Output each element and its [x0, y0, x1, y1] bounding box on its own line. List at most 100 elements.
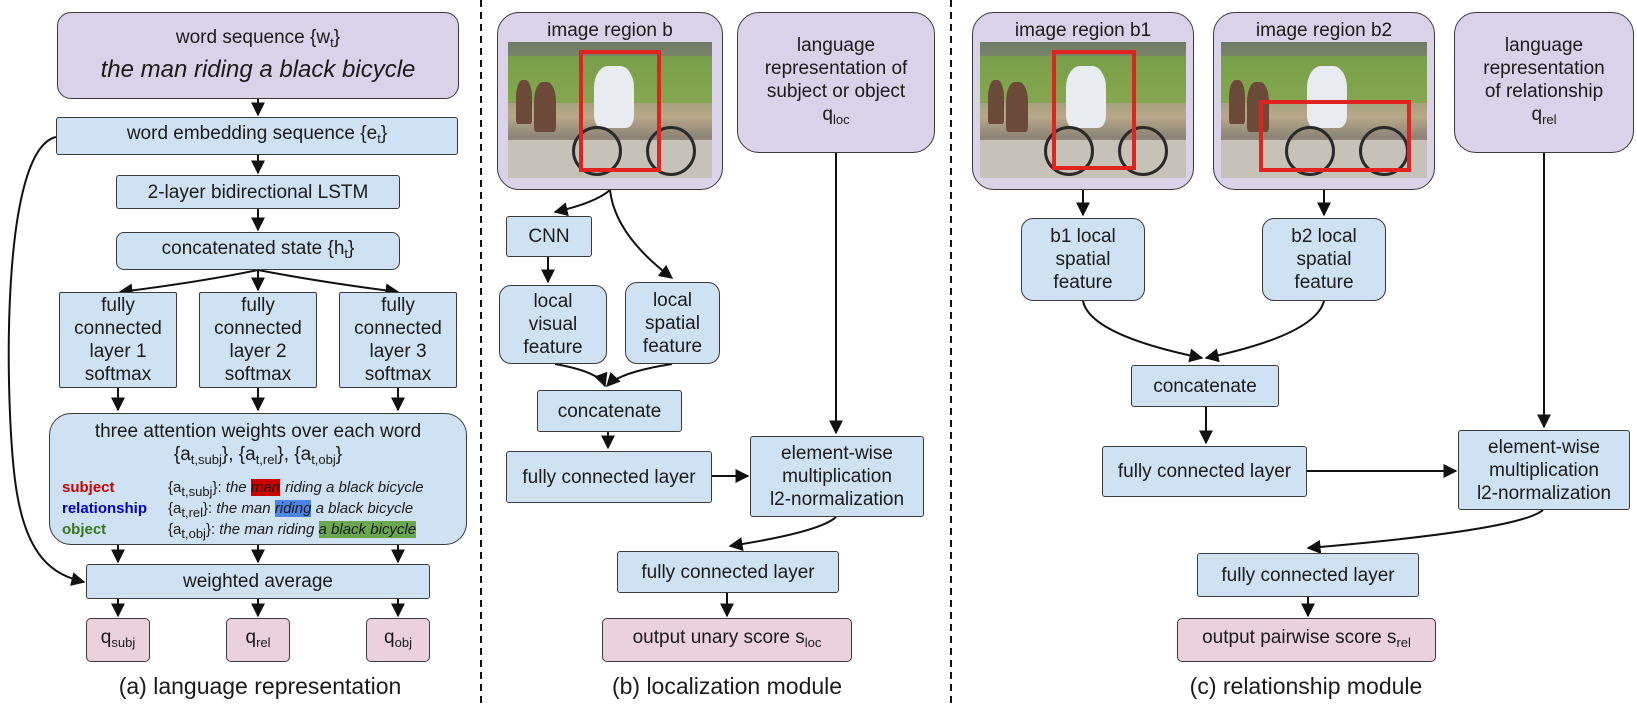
cnn-label: CNN — [528, 226, 570, 247]
attention-symbols: {at,subj}, {at,rel}, {at,obj} — [173, 444, 343, 467]
caption-a: (a) language representation — [118, 673, 402, 699]
output-pairwise-score-box: output pairwise score srel — [1177, 618, 1436, 662]
concatenate-b-box: concatenate — [537, 390, 682, 432]
elementwise-b-line1: element-wise — [781, 443, 893, 464]
language-representation-loc-box: language representation of subject or ob… — [737, 12, 935, 153]
arrow-spatial-to-concat — [606, 363, 673, 388]
elementwise-b-line2: multiplication — [782, 466, 892, 487]
fc1-line3: layer 1 — [89, 341, 147, 362]
cyclist-photo-b — [508, 42, 712, 178]
lstm-label: 2-layer bidirectional LSTM — [147, 181, 369, 203]
relationship-highlight: riding — [274, 500, 312, 517]
image-region-b1-label: image region b1 — [1014, 20, 1152, 41]
weighted-average-box: weighted average — [86, 564, 430, 599]
b2-spatial-line2: spatial — [1296, 249, 1352, 270]
word-sequence-title: word sequence {wt} — [175, 26, 341, 50]
caption-b: (b) localization module — [611, 673, 843, 699]
q-obj-label: qobj — [384, 627, 412, 650]
fc-softmax-box-3: fully connected layer 3 softmax — [339, 292, 457, 388]
arrow-embed-skip-to-avg — [7, 136, 86, 586]
image-region-b2-label: image region b2 — [1255, 20, 1393, 41]
attention-title: three attention weights over each word — [94, 421, 422, 442]
concatenate-b-label: concatenate — [557, 400, 662, 422]
fc-layer-c-label: fully connected layer — [1117, 461, 1292, 482]
local-spatial-line1: local — [652, 289, 693, 311]
lang-rel-line3: of relationship — [1484, 81, 1604, 102]
local-spatial-line3: feature — [642, 335, 703, 357]
b1-spatial-line2: spatial — [1055, 249, 1111, 270]
arrow-concat-to-fc1 — [118, 269, 259, 298]
arrow-concat-to-fc3 — [257, 269, 400, 298]
fc3-line4: softmax — [364, 364, 432, 385]
attention-row-subject-text: {at,subj}: the man riding a black bicycl… — [168, 479, 424, 499]
q-subj-label: qsubj — [100, 627, 136, 650]
concatenate-c-box: concatenate — [1131, 365, 1279, 407]
cnn-box: CNN — [506, 216, 592, 257]
local-spatial-feature-box: local spatial feature — [625, 282, 720, 364]
fc-layer2-c-label: fully connected layer — [1221, 564, 1395, 586]
word-sequence-box: word sequence {wt} the man riding a blac… — [57, 12, 459, 99]
arrow-b2spatial-to-concat — [1204, 300, 1325, 363]
fc1-line1: fully — [101, 295, 135, 316]
caption-c: (c) relationship module — [1189, 673, 1423, 699]
fc2-line1: fully — [241, 295, 275, 316]
attention-row-relationship: relationship — [62, 500, 147, 517]
local-visual-line3: feature — [523, 337, 583, 358]
cyclist-photo-b2 — [1221, 42, 1427, 178]
fc-layer2-c-box: fully connected layer — [1197, 553, 1419, 597]
q-loc-label: qloc — [822, 104, 850, 127]
attention-row-relationship-text: {at,rel}: the man riding a black bicycle — [168, 500, 414, 520]
lang-rel-line1: language — [1504, 35, 1584, 56]
attention-row-subject: subject — [62, 479, 115, 496]
fc-layer-b-box: fully connected layer — [506, 451, 712, 503]
language-representation-rel-box: language representation of relationship … — [1454, 12, 1634, 153]
b2-spatial-line1: b2 local — [1291, 226, 1357, 247]
fc-layer-b-label: fully connected layer — [522, 466, 696, 488]
fc-softmax-box-2: fully connected layer 2 softmax — [199, 292, 317, 388]
fc2-line3: layer 2 — [229, 341, 287, 362]
q-subj-box: qsubj — [86, 618, 150, 662]
q-rel-box: qrel — [226, 618, 290, 662]
local-visual-line2: visual — [528, 314, 578, 335]
arrow-visual-to-concat — [554, 363, 608, 388]
word-embedding-label: word embedding sequence {et} — [126, 123, 388, 146]
fc3-line3: layer 3 — [369, 341, 427, 362]
subject-highlight: man — [250, 479, 281, 496]
b1-spatial-line3: feature — [1053, 272, 1113, 293]
lang-loc-line3: subject or object — [766, 81, 906, 102]
b1-spatial-feature-box: b1 local spatial feature — [1021, 218, 1145, 301]
elementwise-c-line1: element-wise — [1488, 436, 1600, 458]
b1-spatial-line1: b1 local — [1050, 226, 1116, 247]
lang-loc-line1: language — [796, 35, 876, 56]
output-pairwise-score-label: output pairwise score srel — [1202, 627, 1411, 650]
fc3-line1: fully — [381, 295, 415, 316]
elementwise-c-line2: multiplication — [1489, 459, 1599, 481]
fc-layer2-b-label: fully connected layer — [641, 561, 815, 583]
arrow-image-to-spatial — [609, 189, 674, 279]
lang-rel-line2: representation — [1483, 58, 1605, 79]
cyclist-photo-b1 — [980, 42, 1186, 178]
fc2-line2: connected — [214, 318, 302, 339]
weighted-average-label: weighted average — [183, 571, 333, 592]
region-b2-bounding-box — [1259, 100, 1411, 172]
arrow-elementwise-to-fc2-c — [1306, 509, 1544, 554]
fc1-line2: connected — [74, 318, 162, 339]
arrow-b1spatial-to-concat — [1082, 300, 1204, 363]
arrow-image-to-cnn — [553, 189, 611, 217]
region-b1-bounding-box — [1052, 50, 1136, 170]
attention-row-object: object — [62, 521, 106, 538]
concatenated-state-label: concatenated state {ht} — [161, 238, 355, 261]
fc2-line4: softmax — [224, 364, 292, 385]
object-highlight: a black bicycle — [318, 521, 417, 538]
attention-row-object-text: {at,obj}: the man riding a black bicycle — [168, 521, 417, 541]
arrow-elementwise-to-fc2 — [728, 516, 837, 551]
b2-spatial-line3: feature — [1294, 272, 1354, 293]
q-obj-box: qobj — [366, 618, 430, 662]
output-unary-score-label: output unary score sloc — [632, 627, 822, 650]
object-label: object — [62, 521, 107, 538]
local-visual-feature-box: local visual feature — [499, 285, 607, 364]
q-rel-label: qrel — [245, 627, 271, 650]
relationship-label: relationship — [62, 500, 148, 517]
region-b-bounding-box — [579, 50, 661, 172]
